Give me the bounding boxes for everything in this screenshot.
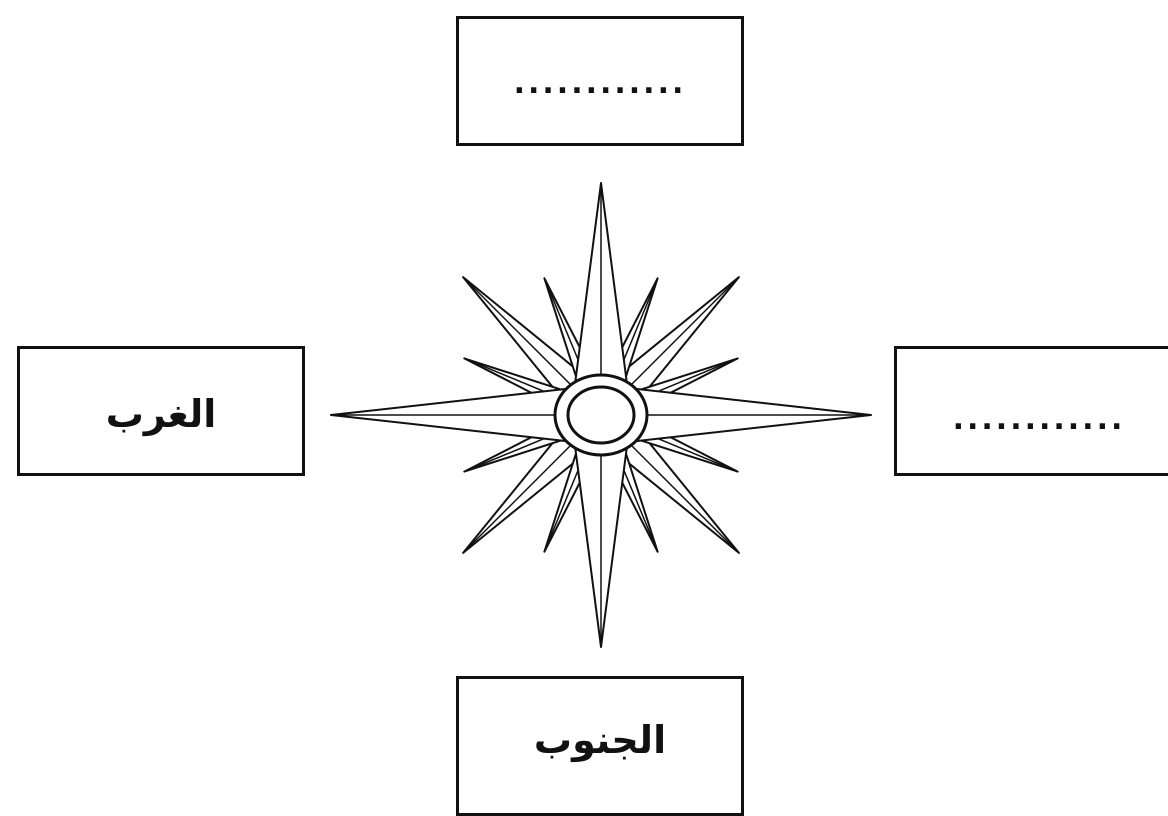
- compass-center-inner-ring: [568, 387, 634, 443]
- compass-rose-icon: [0, 0, 1168, 799]
- compass-center: [555, 375, 647, 455]
